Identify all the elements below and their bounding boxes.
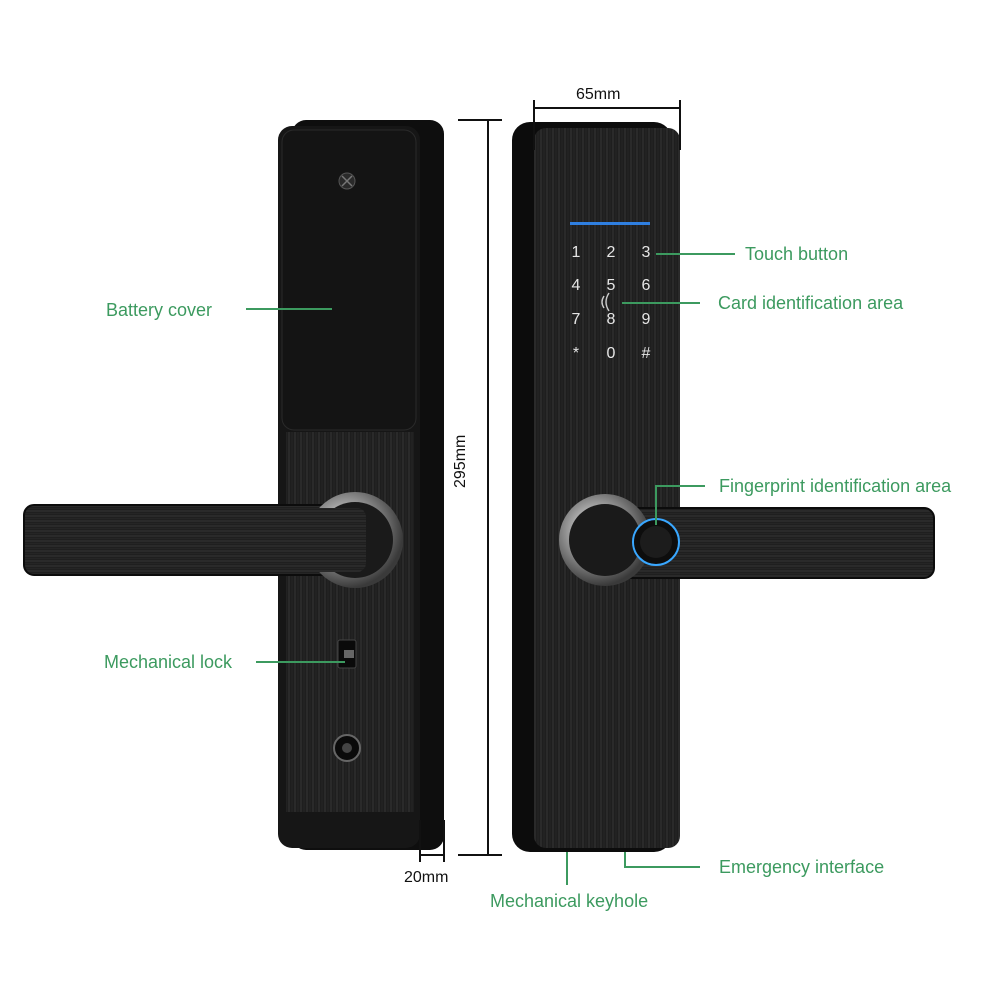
keypad-key[interactable]: 9	[641, 311, 651, 328]
dimension-height	[458, 119, 502, 856]
keypad-key[interactable]: 7	[571, 311, 581, 328]
keypad-key[interactable]: *	[572, 345, 580, 362]
front-lock-brushed-panel	[534, 128, 680, 848]
fingerprint-leader	[655, 485, 705, 525]
keypad-key[interactable]: 1	[571, 244, 581, 261]
back-keyhole	[333, 734, 361, 762]
keypad-key[interactable]: 6	[641, 277, 651, 294]
fingerprint-sensor-icon	[632, 518, 680, 566]
emergency-leader	[624, 852, 700, 868]
mechanical-lock-knob	[337, 639, 357, 669]
keypad-key[interactable]: 8	[606, 311, 616, 328]
callout-lines	[246, 253, 735, 885]
battery-cover-plate	[281, 129, 417, 431]
front-lock	[512, 122, 935, 852]
keypad-key[interactable]: 2	[606, 244, 616, 261]
height-label: 295mm	[452, 434, 469, 488]
card-reader-icon	[601, 292, 610, 312]
keypad-key[interactable]: 5	[606, 277, 616, 294]
front-handle-rosette	[559, 494, 651, 586]
mechanical-keyhole-label: Mechanical keyhole	[490, 891, 649, 911]
keypad-key[interactable]: 3	[641, 244, 651, 261]
mechanical-lock-label: Mechanical lock	[104, 652, 233, 672]
keypad-key[interactable]: 4	[571, 277, 581, 294]
battery-cover-label: Battery cover	[106, 300, 213, 320]
back-handle-lever	[26, 508, 366, 572]
screw-icon	[338, 172, 356, 190]
fingerprint-area-label: Fingerprint identification area	[719, 476, 952, 496]
emergency-interface-label: Emergency interface	[719, 857, 885, 877]
thickness-label: 20mm	[404, 869, 449, 886]
card-area-label: Card identification area	[718, 293, 904, 313]
back-lock	[23, 120, 444, 850]
dimension-thickness	[419, 820, 445, 862]
keypad-key[interactable]: 0	[606, 345, 616, 362]
dimension-width	[533, 100, 681, 150]
keypad-indicator-light	[570, 222, 650, 225]
touch-button-label: Touch button	[745, 244, 849, 264]
keypad-key[interactable]: #	[641, 345, 651, 362]
width-label: 65mm	[576, 86, 621, 103]
